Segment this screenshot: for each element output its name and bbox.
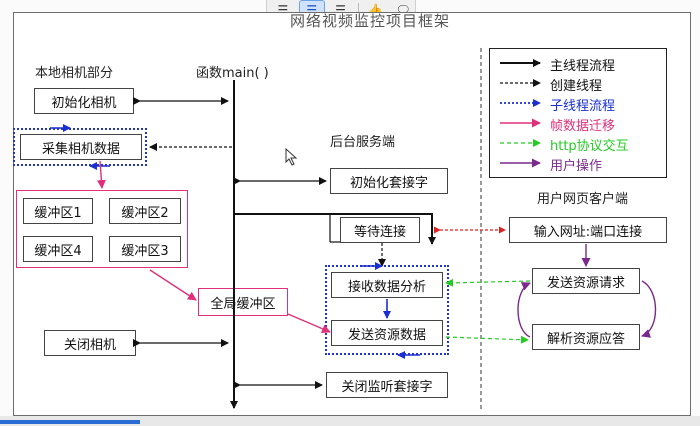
- client-section-label: 用户网页客户端: [537, 192, 629, 207]
- input-url-box: 输入网址:端口连接: [509, 217, 667, 243]
- buffer-to-global-link: [149, 269, 197, 301]
- server-thread-outline: [325, 265, 449, 355]
- wait-connection-loop: [234, 213, 436, 245]
- send-resource-data-box: 发送资源数据: [331, 320, 443, 346]
- legend-item-create-thread: 创建线程: [490, 74, 668, 94]
- local-camera-section-label: 本地相机部分: [35, 66, 114, 81]
- server-section-label: 后台服务端: [330, 135, 396, 150]
- user-loop-right: [641, 280, 657, 338]
- init-camera-box: 初始化相机: [34, 88, 134, 114]
- legend-label: 主线程流程: [550, 59, 616, 74]
- parse-response-box: 解析资源应答: [532, 324, 640, 350]
- wait-connection-box: 等待连接: [340, 217, 420, 243]
- video-progress-bar[interactable]: [0, 420, 140, 424]
- legend-item-http: http协议交互: [490, 134, 668, 154]
- legend-label: 用户操作: [550, 159, 603, 174]
- capture-to-buffer-link: [96, 160, 106, 189]
- legend-label: 帧数据迁移: [550, 119, 616, 134]
- capture-thread-outline: [13, 128, 147, 166]
- global-to-send-link: [287, 313, 331, 333]
- http-response-link: [445, 335, 529, 344]
- init-socket-box: 初始化套接字: [330, 168, 448, 194]
- legend-item-user-op: 用户操作: [490, 154, 668, 174]
- http-request-link: [445, 278, 531, 287]
- buffer-1-box: 缓冲区1: [23, 198, 93, 224]
- legend-label: 创建线程: [550, 79, 603, 94]
- capture-camera-data-box: 采集相机数据: [20, 134, 142, 160]
- legend-label: http协议交互: [550, 139, 629, 154]
- diagram-title: 网络视频监控项目框架: [290, 12, 451, 30]
- send-request-box: 发送资源请求: [532, 268, 640, 294]
- close-listen-socket-box: 关闭监听套接字: [326, 372, 448, 398]
- bottom-scrollbar[interactable]: [0, 416, 700, 426]
- buffer-2-box: 缓冲区2: [109, 198, 181, 224]
- mouse-cursor-icon: [285, 148, 298, 166]
- legend-item-frame-migration: 帧数据迁移: [490, 114, 668, 134]
- legend-label: 子线程流程: [550, 99, 616, 114]
- main-function-label: 函数main( ): [196, 66, 269, 81]
- align-left-icon[interactable]: ☰: [277, 3, 289, 17]
- receive-data-analyze-box: 接收数据分析: [331, 272, 443, 298]
- global-buffer-box: 全局缓冲区: [198, 288, 288, 316]
- toolbar-divider: [358, 3, 360, 17]
- buffer-group: [16, 190, 188, 268]
- legend-item-main-thread: 主线程流程: [490, 54, 668, 74]
- buffer-3-box: 缓冲区3: [109, 236, 181, 262]
- align-right-icon[interactable]: ☰: [335, 3, 346, 17]
- close-camera-box: 关闭相机: [44, 330, 136, 356]
- legend: 主线程流程 创建线程 子线程流程 帧数据迁移 http协议交互 用户操作: [489, 48, 667, 178]
- buffer-4-box: 缓冲区4: [23, 236, 93, 262]
- legend-item-child-thread: 子线程流程: [490, 94, 668, 114]
- user-loop-left: [517, 282, 531, 338]
